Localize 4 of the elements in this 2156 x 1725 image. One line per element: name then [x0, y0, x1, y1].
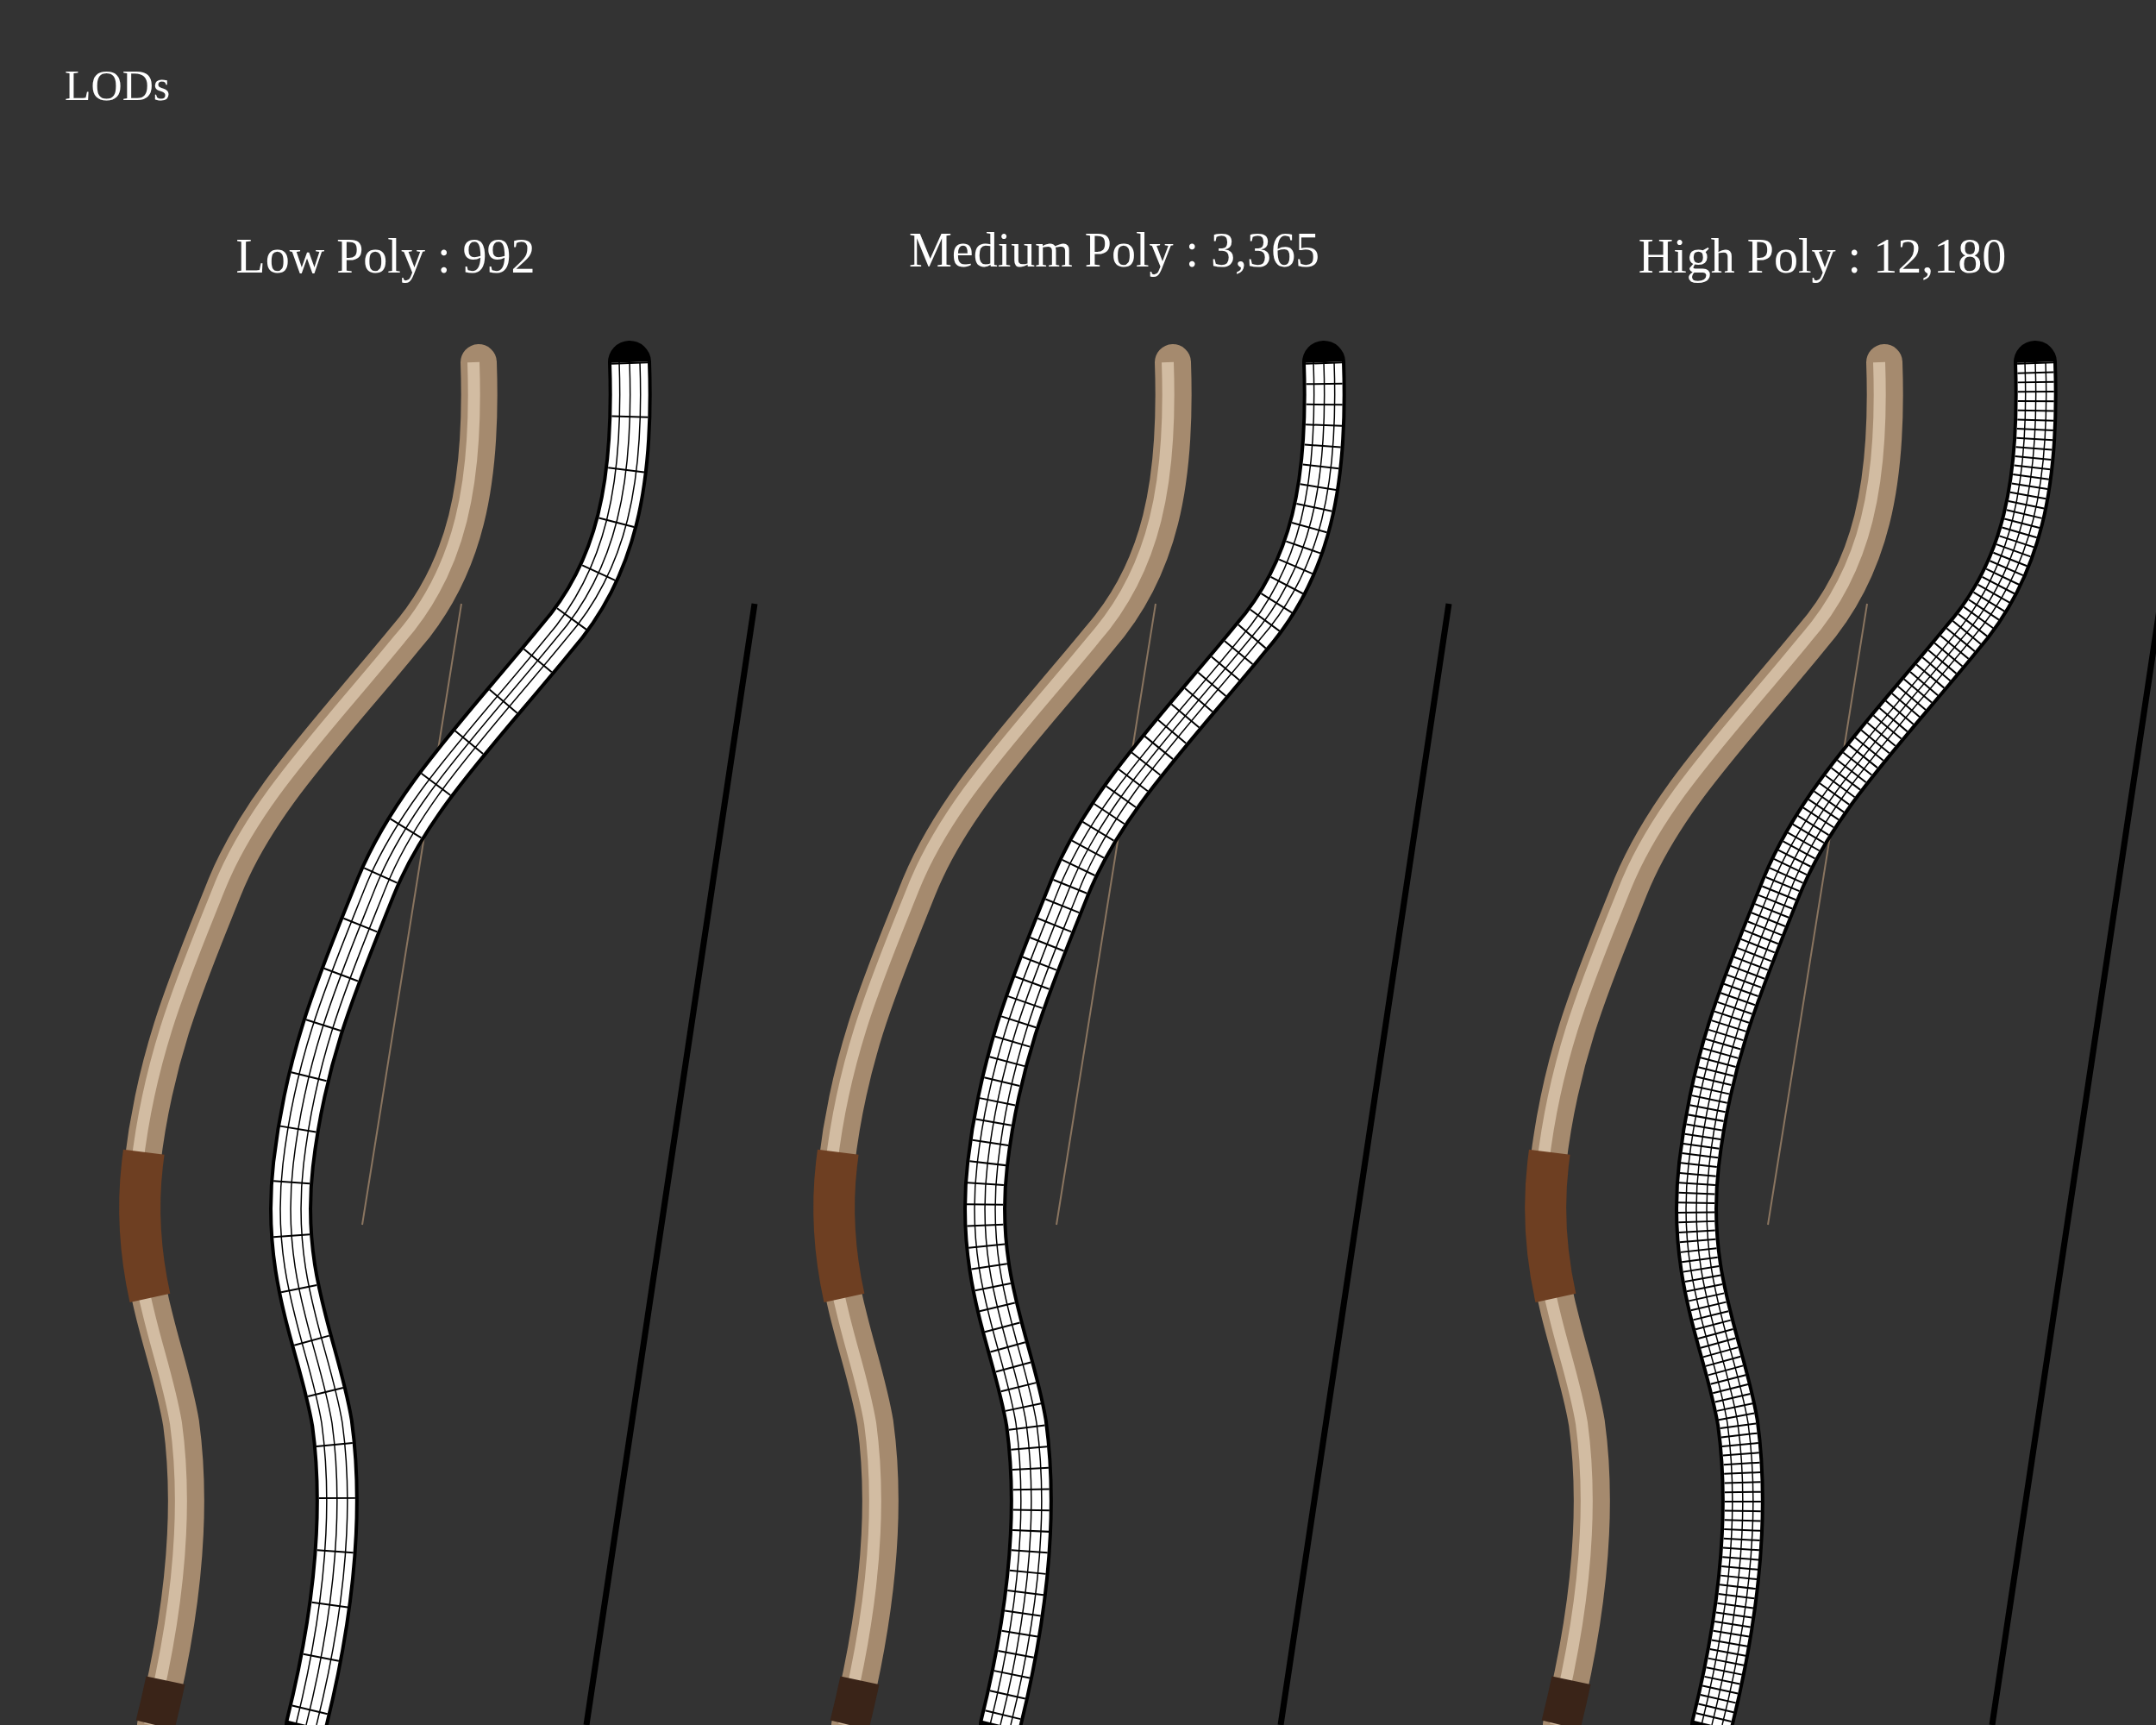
poly-count-label: Low Poly : 992 [235, 229, 536, 284]
poly-count-label: High Poly : 12,180 [1638, 229, 2007, 284]
title: LODs [65, 60, 171, 110]
poly-count-label: Medium Poly : 3,365 [909, 223, 1319, 278]
